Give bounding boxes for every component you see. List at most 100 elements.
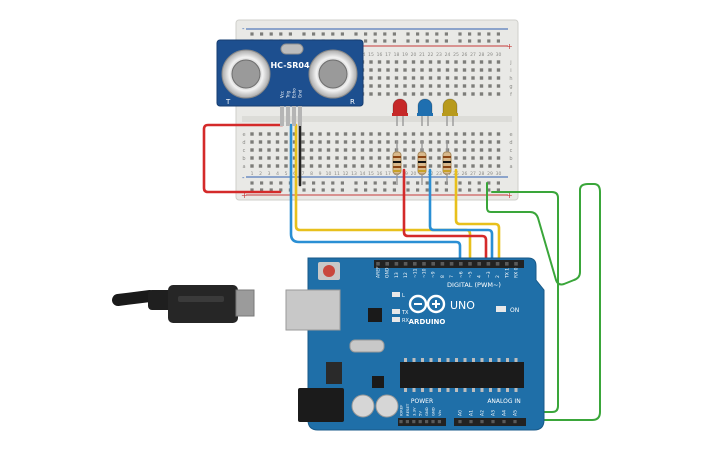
power-pin-label: 3.3V <box>411 407 416 416</box>
rail-hole <box>288 32 292 36</box>
power-pin-label: Vin <box>437 409 442 416</box>
column-number-bottom: 10 <box>326 171 332 177</box>
row-letter-right: h <box>509 76 512 82</box>
breadboard-hole <box>369 148 373 152</box>
column-number-bottom: 15 <box>368 171 374 177</box>
breadboard-hole <box>386 68 390 72</box>
rail-hole <box>331 188 335 192</box>
rail-hole <box>425 181 429 185</box>
breadboard-hole <box>488 156 492 160</box>
rail-hole <box>364 181 368 185</box>
breadboard-hole <box>403 60 407 64</box>
breadboard-hole <box>471 68 475 72</box>
breadboard-hole <box>428 68 433 72</box>
breadboard-hole <box>326 148 331 152</box>
row-letter-left: b <box>242 156 245 162</box>
chip-pin <box>497 358 501 362</box>
led-rim <box>392 113 408 116</box>
column-number-bottom: 16 <box>377 171 383 177</box>
rail-hole <box>250 188 254 192</box>
rail-hole <box>340 32 344 36</box>
digital-pin-label: ~6 <box>458 271 464 278</box>
breadboard-hole <box>437 148 441 152</box>
breadboard-hole <box>471 60 475 64</box>
chip-pin <box>506 388 509 392</box>
column-number-top: 19 <box>402 52 408 58</box>
led-tx <box>392 309 400 314</box>
usb-plug-body <box>168 285 238 323</box>
breadboard-hole <box>250 156 254 160</box>
breadboard-hole <box>462 156 467 160</box>
row-letter-right: c <box>510 148 513 154</box>
analog-header-hole <box>480 420 484 424</box>
wire-echo-yellow <box>294 123 472 264</box>
voltage-regulator <box>326 362 342 384</box>
breadboard-hole <box>275 164 280 168</box>
breadboard-hole <box>386 148 390 152</box>
digital-header-hole <box>376 262 380 266</box>
breadboard-hole <box>488 132 492 136</box>
arduino-reset-button[interactable] <box>323 265 335 277</box>
breadboard-channel <box>242 116 512 122</box>
column-number-bottom: 23 <box>436 171 442 177</box>
column-number-bottom: 28 <box>479 171 485 177</box>
arduino-uno: ARDUINO UNO DIGITAL (PWM~) POWER ANALOG … <box>285 257 545 431</box>
analog-pin-label: A3 <box>491 410 497 416</box>
breadboard-hole <box>471 76 475 80</box>
breadboard-hole <box>403 84 407 88</box>
breadboard-hole <box>462 140 467 144</box>
column-number-bottom: 3 <box>268 171 271 177</box>
breadboard-hole <box>496 148 501 152</box>
digital-header-hole <box>459 262 463 266</box>
breadboard-hole <box>369 140 373 144</box>
breadboard-hole <box>428 60 433 64</box>
analog-pin-label: A2 <box>480 410 486 416</box>
breadboard-hole <box>411 164 416 168</box>
chip-pin <box>463 388 467 392</box>
rail-hole <box>321 32 325 36</box>
breadboard-hole <box>258 140 263 144</box>
column-number-bottom: 17 <box>385 171 391 177</box>
breadboard-hole <box>488 148 492 152</box>
rail-hole <box>302 32 306 36</box>
breadboard-hole <box>386 140 390 144</box>
column-number-bottom: 2 <box>259 171 262 177</box>
rail-hole <box>487 32 491 36</box>
chip-pin <box>472 388 475 392</box>
led-yellow <box>442 98 458 115</box>
breadboard-hole <box>454 92 458 96</box>
breadboard-hole <box>403 76 407 80</box>
digital-header-hole <box>422 262 426 266</box>
rail-hole <box>321 181 325 185</box>
rail-hole <box>416 39 420 43</box>
arduino-model: UNO <box>450 299 475 312</box>
rail-hole <box>302 181 306 185</box>
breadboard-hole <box>488 92 492 96</box>
resistor-band <box>393 161 401 163</box>
led-l <box>392 292 400 297</box>
rail-hole <box>392 39 396 43</box>
on-label: ON <box>510 307 519 314</box>
wire-led-blue <box>428 168 494 264</box>
breadboard-hole <box>309 156 314 160</box>
breadboard-hole <box>377 164 382 168</box>
breadboard-hole <box>471 140 475 144</box>
rail-hole <box>312 32 316 36</box>
capacitor-left <box>351 394 375 418</box>
breadboard-hole <box>437 156 441 160</box>
rail-hole <box>425 39 429 43</box>
sensor-pin-label: Trig <box>286 90 291 99</box>
rail-hole <box>487 181 491 185</box>
rail-plus-label-bottom: + <box>241 191 248 200</box>
breadboard-hole <box>335 164 339 168</box>
breadboard-hole <box>420 132 424 136</box>
digital-pin-label: AREF <box>376 266 382 278</box>
breadboard-hole <box>488 84 492 88</box>
breadboard-hole <box>454 68 458 72</box>
chip-pin <box>438 358 441 362</box>
row-letter-right: a <box>509 164 512 170</box>
rail-hole <box>364 39 368 43</box>
chip-pin <box>404 358 407 362</box>
rail-hole <box>477 188 481 192</box>
wire-trig-blue <box>289 123 462 264</box>
